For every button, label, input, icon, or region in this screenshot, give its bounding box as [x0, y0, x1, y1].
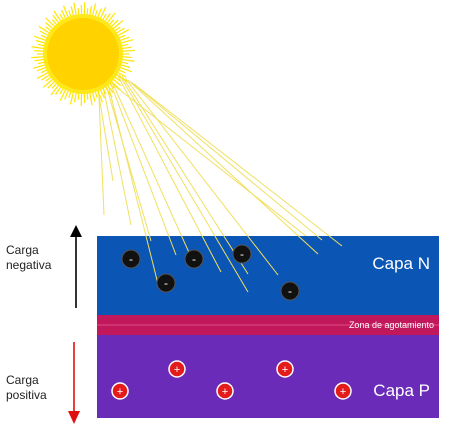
light-ray-segment: [247, 235, 279, 276]
positive-charge-label-line2: positiva: [6, 388, 47, 402]
light-ray: [130, 81, 323, 241]
light-ray: [109, 81, 177, 256]
light-ray: [127, 79, 319, 255]
light-ray: [97, 73, 105, 216]
hole-icon: +: [276, 360, 294, 378]
electron-symbol: -: [192, 252, 196, 266]
positive-charge-label-line1: Carga: [6, 373, 39, 387]
hole-icon: +: [111, 382, 129, 400]
light-ray-segment: [168, 235, 177, 256]
arrow-down-icon: [68, 342, 80, 424]
electron-icon: -: [121, 249, 141, 269]
negative-charge-label-line1: Carga: [6, 243, 39, 257]
light-ray-segment: [201, 235, 222, 273]
electron-icon: -: [232, 244, 252, 264]
hole-symbol: +: [340, 386, 346, 398]
hole-symbol: +: [222, 386, 228, 398]
light-ray: [103, 77, 152, 242]
light-ray: [96, 71, 307, 237]
hole-symbol: +: [174, 364, 180, 376]
negative-charge-label-line2: negativa: [6, 258, 52, 272]
light-ray-segment: [149, 235, 152, 242]
sun-icon: [31, 2, 135, 106]
electron-symbol: -: [240, 247, 244, 261]
positive-charge-label: Carga positiva: [6, 373, 47, 403]
electron-icon: -: [184, 249, 204, 269]
p-layer-label: Capa P: [373, 381, 430, 400]
hole-icon: +: [168, 360, 186, 378]
n-layer-label: Capa N: [372, 254, 430, 273]
electron-symbol: -: [288, 284, 292, 298]
arrow-up-icon: [70, 225, 82, 308]
electron-icon: -: [156, 273, 176, 293]
depletion-zone-label: Zona de agotamiento: [349, 320, 434, 330]
electron-icon: -: [280, 281, 300, 301]
hole-icon: +: [334, 382, 352, 400]
hole-icon: +: [216, 382, 234, 400]
electron-symbol: -: [164, 276, 168, 290]
light-ray-segment: [145, 235, 160, 289]
p-layer: [97, 335, 439, 418]
light-ray: [133, 83, 343, 247]
hole-symbol: +: [282, 364, 288, 376]
light-ray: [100, 75, 132, 226]
n-layer: [97, 236, 439, 315]
light-ray-segment: [298, 235, 319, 255]
light-ray-segment: [214, 235, 249, 293]
electron-symbol: -: [129, 252, 133, 266]
hole-symbol: +: [117, 386, 123, 398]
negative-charge-label: Carga negativa: [6, 243, 51, 273]
light-ray-segment: [316, 235, 323, 241]
light-ray-segment: [328, 235, 343, 247]
